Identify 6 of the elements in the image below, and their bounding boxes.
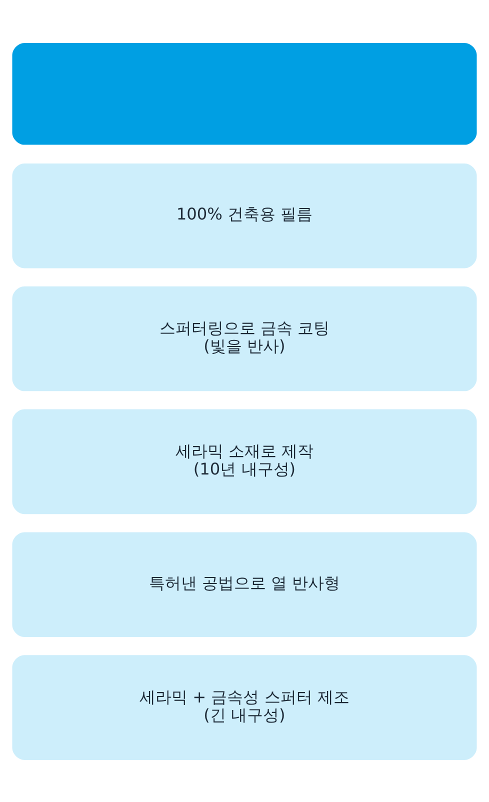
node-box: 스퍼터링으로 금속 코팅 (빛을 반사) xyxy=(12,286,477,391)
node-box: 100% 건축용 필름 xyxy=(12,162,477,268)
node-box: 세라믹 소재로 제작 (10년 내구성) xyxy=(12,408,477,514)
node-box: 특허낸 공법으로 열 반사형 xyxy=(12,532,477,637)
node-box xyxy=(12,42,477,144)
node-box: 세라믹 + 금속성 스퍼터 제조 (긴 내구성) xyxy=(12,654,477,760)
